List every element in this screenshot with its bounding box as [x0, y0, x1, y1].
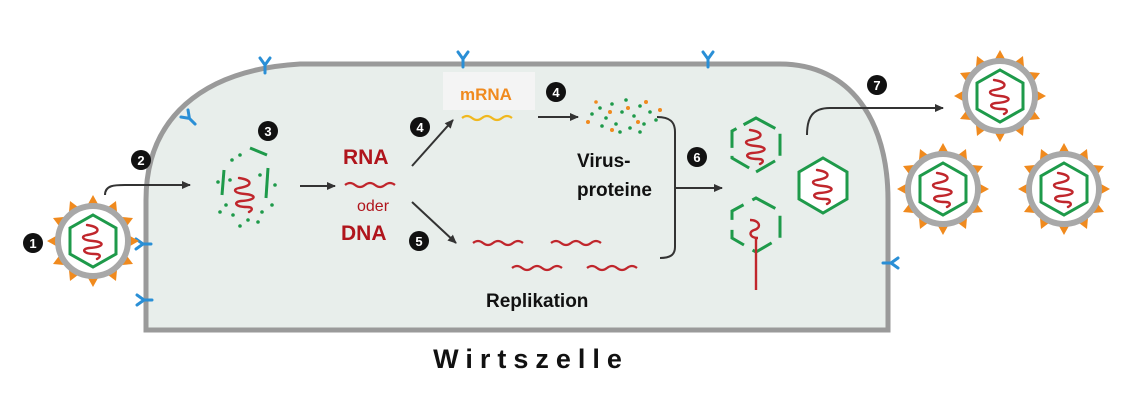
mrna-box — [443, 72, 535, 110]
step-badge-2: 2 — [131, 150, 151, 170]
step-badge-3: 3 — [258, 121, 278, 141]
svg-text:4: 4 — [552, 85, 560, 100]
virus-particle-icon — [954, 50, 1046, 142]
virus-proteins-label-line2: proteine — [577, 180, 652, 201]
virus-proteins-label-line1: Virus- — [577, 151, 631, 172]
uncoating-capsid — [216, 146, 277, 228]
entry-arrow — [104, 181, 191, 196]
svg-text:7: 7 — [873, 78, 880, 93]
svg-text:1: 1 — [29, 236, 36, 251]
step-badge-1: 1 — [23, 233, 43, 253]
svg-text:6: 6 — [693, 150, 700, 165]
nucleic-acid-strand — [344, 181, 396, 189]
dna-label: DNA — [341, 222, 387, 245]
svg-text:5: 5 — [415, 234, 422, 249]
svg-text:4: 4 — [416, 120, 424, 135]
virus-protein-cluster — [586, 98, 662, 134]
replication-arrow — [411, 201, 457, 244]
virus-particle-icon — [47, 195, 139, 287]
assembly-bracket — [656, 116, 676, 259]
virus-particle-icon — [897, 143, 989, 235]
replicated-genomes — [472, 239, 638, 272]
release-arrow — [806, 104, 944, 136]
replication-label: Replikation — [486, 291, 588, 312]
step-badge-6: 6 — [687, 147, 707, 167]
mrna-label: mRNA — [460, 85, 512, 104]
host-cell-membrane — [143, 61, 891, 333]
step-badge-5: 5 — [409, 231, 429, 251]
svg-text:3: 3 — [264, 124, 271, 139]
host-cell-label: Wirtszelle — [433, 344, 629, 374]
assembling-capsid — [730, 116, 782, 174]
transcription-arrow — [411, 119, 454, 167]
step-badge-7: 7 — [867, 75, 887, 95]
mrna-strand — [461, 114, 513, 122]
oder-label: oder — [357, 198, 390, 215]
step-badge-4: 4 — [410, 117, 430, 137]
virus-particle-icon — [1018, 143, 1110, 235]
assembling-capsid — [730, 196, 782, 290]
svg-text:2: 2 — [137, 153, 144, 168]
step-badge-4: 4 — [546, 82, 566, 102]
assembled-capsid — [797, 156, 849, 215]
rna-label: RNA — [343, 146, 389, 169]
